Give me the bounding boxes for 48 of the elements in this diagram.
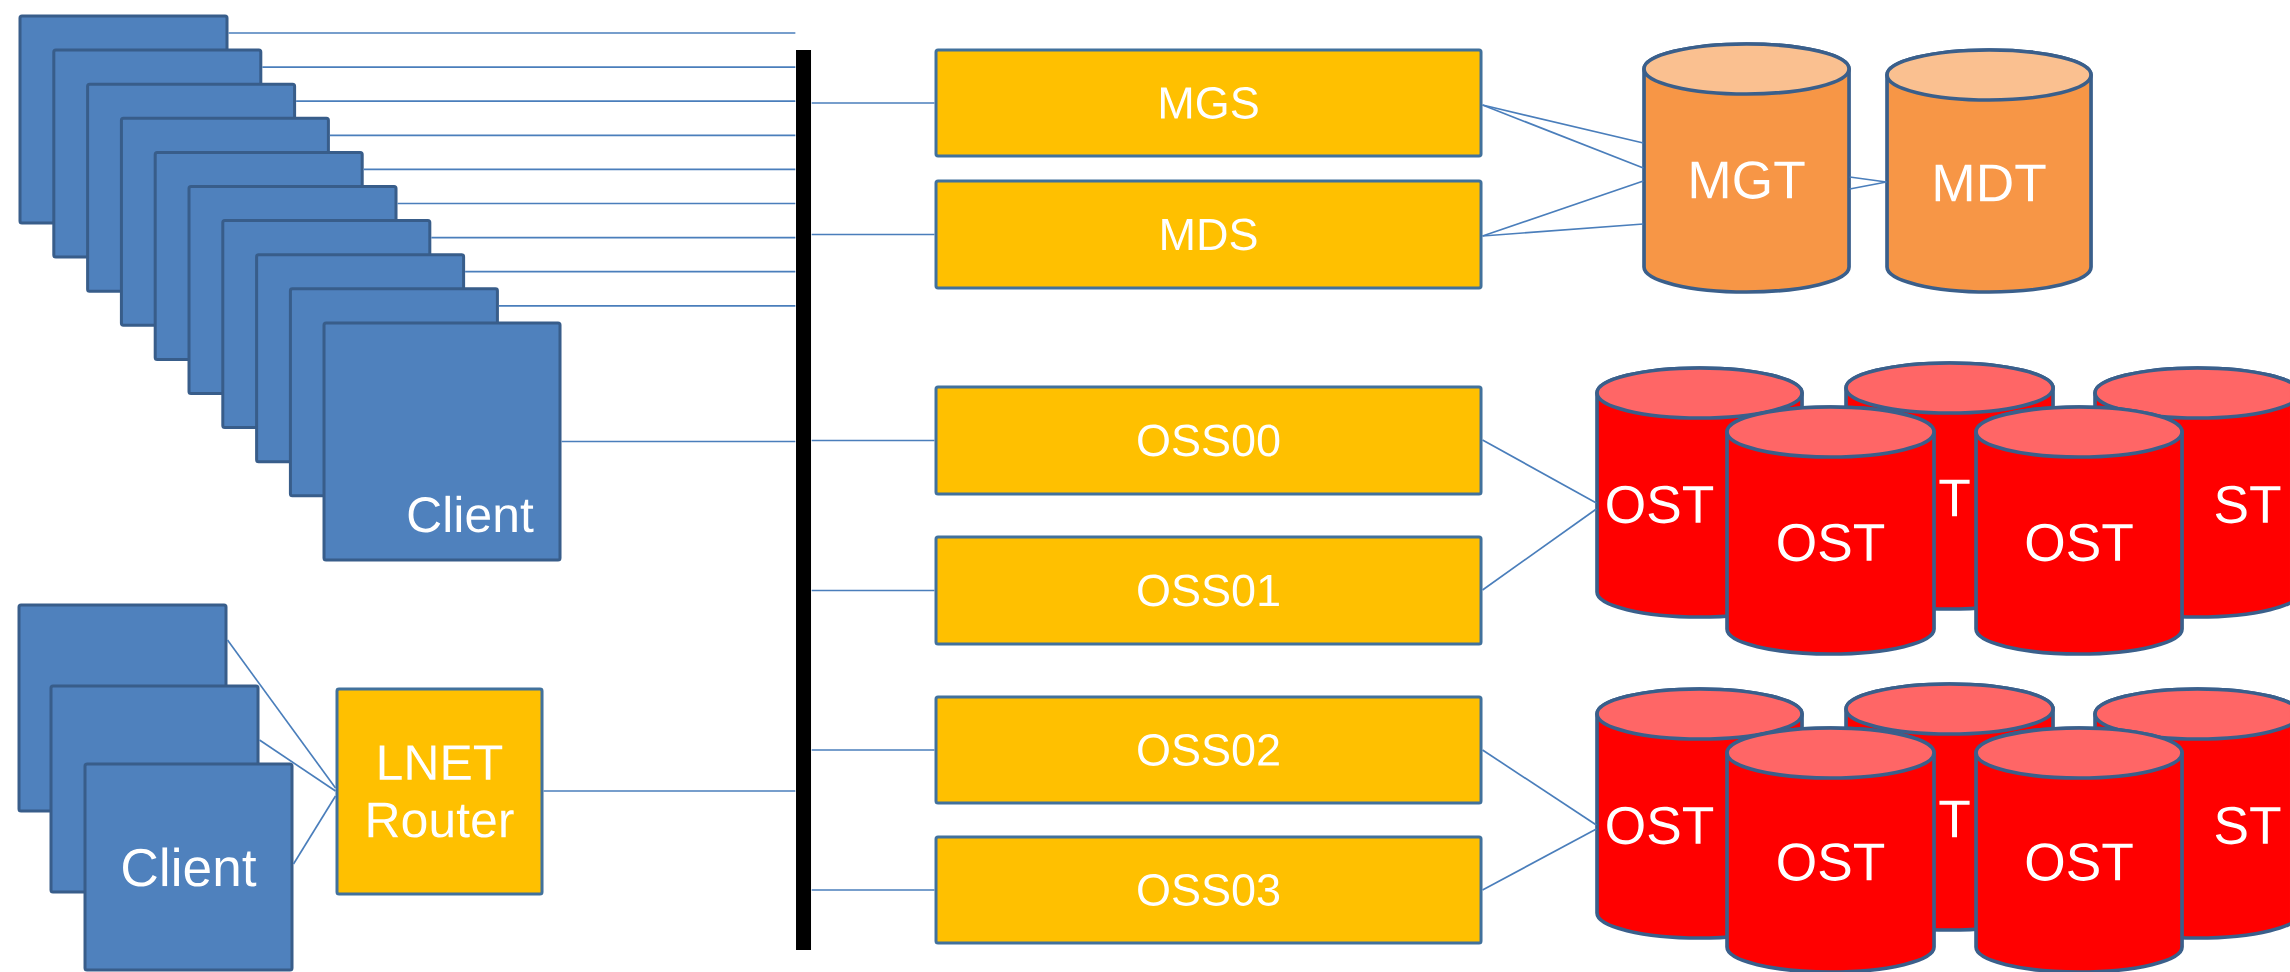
connector-line — [810, 889, 936, 891]
client-box: Client — [322, 321, 562, 562]
connector-line — [560, 440, 797, 443]
server-box: OSS01 — [934, 535, 1483, 646]
connector-line — [1481, 223, 1645, 237]
connector-line — [1848, 181, 1888, 190]
server-box: MGS — [934, 48, 1483, 158]
connector-line — [430, 236, 797, 239]
connector-line — [810, 102, 936, 104]
connector-line — [810, 233, 936, 236]
connector-line — [1481, 439, 1598, 504]
server-box: OSS00 — [934, 385, 1483, 496]
connector-line — [329, 134, 797, 137]
connector-line — [810, 439, 936, 442]
connector-line — [464, 270, 797, 273]
connector-line — [261, 66, 797, 68]
server-box: MDS — [934, 179, 1483, 290]
node-label: ST — [2215, 806, 2281, 845]
connector-line — [227, 32, 797, 34]
connector-line — [810, 589, 936, 592]
connector-line — [362, 168, 797, 171]
connector-line — [1481, 828, 1598, 891]
connector-line — [1481, 180, 1645, 237]
storage-cylinder: OST — [1974, 405, 2184, 656]
server-box: OSS02 — [934, 695, 1483, 805]
router-box: LNET Router — [335, 687, 544, 896]
network-bus-bar — [796, 50, 811, 950]
storage-cylinder: OST — [1974, 726, 2184, 972]
client-box: Client — [83, 762, 294, 972]
node-label: T — [1939, 800, 1970, 838]
node-label: ST — [2215, 485, 2281, 524]
connector-line — [226, 639, 337, 789]
storage-cylinder: OST — [1725, 405, 1936, 656]
storage-cylinder: MGT — [1642, 42, 1851, 294]
connector-line — [1481, 508, 1598, 591]
connector-line — [292, 795, 337, 865]
connector-line — [810, 749, 936, 751]
storage-cylinder: MDT — [1885, 48, 2093, 294]
connector-line — [498, 304, 797, 307]
connector-line — [396, 202, 797, 205]
connector-line — [542, 790, 797, 792]
server-box: OSS03 — [934, 835, 1483, 945]
connector-line — [1481, 749, 1598, 826]
connector-line — [295, 100, 797, 103]
node-label: OST — [1607, 806, 1714, 845]
connector-line — [258, 739, 337, 792]
storage-cylinder: OST — [1725, 726, 1936, 972]
connector-line — [1481, 104, 1645, 169]
